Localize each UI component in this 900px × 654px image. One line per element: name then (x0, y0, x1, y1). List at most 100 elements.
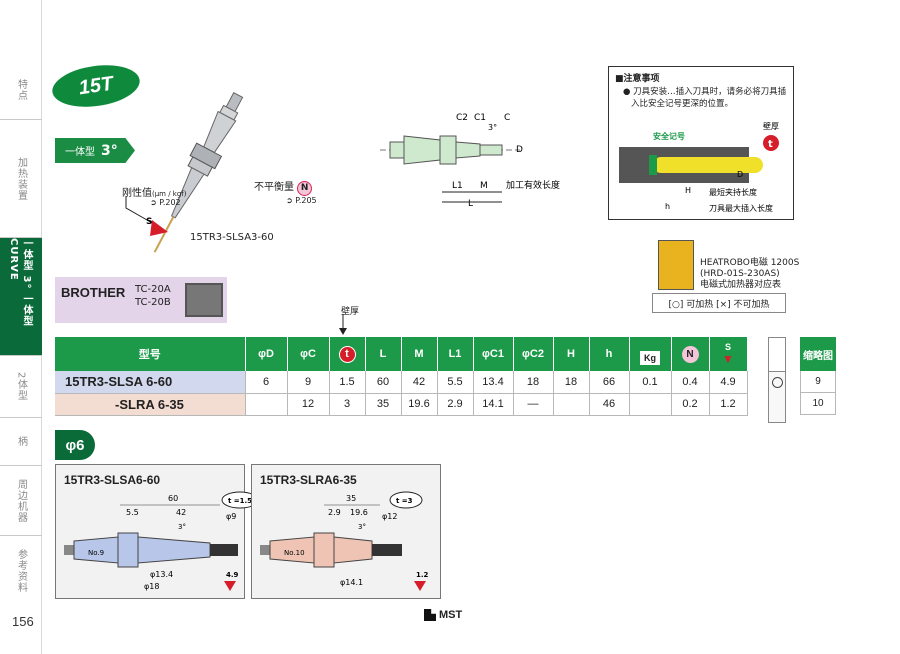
svg-text:S: S (146, 217, 152, 227)
type-badge: 一体型 3° (55, 138, 135, 163)
svg-text:3°: 3° (358, 523, 366, 531)
series-badge: 15T (49, 60, 143, 112)
side-tab-shank[interactable]: 柄 (0, 418, 42, 466)
s-arrow-icon: ▼ (722, 351, 734, 366)
svg-text:φ18: φ18 (144, 582, 159, 591)
table-row: 15TR3-SLSA 6-60 6 9 1.5 60 42 5.5 13.4 1… (55, 371, 748, 394)
svg-text:最短夹持长度: 最短夹持长度 (709, 187, 757, 197)
machine-image (185, 283, 223, 317)
svg-text:3°: 3° (488, 123, 497, 132)
row-model: -SLRA 6-35 (55, 393, 246, 416)
brother-panel: BROTHER TC-20A TC-20B (55, 277, 227, 323)
svg-text:D: D (737, 170, 743, 179)
table-row: -SLRA 6-35 12 3 35 19.6 2.9 14.1 — 46 0.… (55, 393, 748, 416)
abbr-cell[interactable]: 9 (800, 371, 836, 393)
side-tab-heater[interactable]: 加热装置 (0, 120, 42, 238)
notes-box: ■注意事项 ● 刀具安装…插入刀具时，请务必将刀具插入比安全记号更深的位置。 安… (608, 66, 794, 220)
rigidity-ref[interactable]: ➲ P.202 (150, 198, 181, 207)
card-title: 15TR3-SLRA6-35 (260, 473, 357, 487)
n-icon: N (297, 180, 313, 196)
tool-illustration (153, 91, 244, 253)
notes-text: ● 刀具安装…插入刀具时，请务必将刀具插入比安全记号更深的位置。 (623, 87, 787, 109)
svg-text:加工有效长度: 加工有效长度 (506, 179, 560, 191)
side-tab-one-piece[interactable]: 一体型 3° 一体型 CURVE (0, 238, 42, 356)
svg-text:C1: C1 (474, 113, 486, 123)
drawing-slra: 35 2.9 19.6 3° t =3 φ12 No.10 φ14.1 1.2 (260, 491, 429, 591)
brand-logo: MST (424, 609, 462, 621)
col-t: t (329, 337, 366, 371)
svg-text:φ9: φ9 (226, 512, 236, 521)
weight-icon: Kg (640, 351, 660, 365)
svg-text:C: C (504, 113, 510, 123)
svg-text:60: 60 (168, 494, 178, 503)
col-h-upper: H (553, 337, 590, 371)
abbr-cell[interactable]: 10 (800, 393, 836, 415)
col-n: N (671, 337, 710, 371)
heatrobo-info: HEATROBO电磁 1200S (HRD-01S-230AS) 电磁式加热器对… (700, 258, 800, 290)
imbalance-label: 不平衡量 N (254, 178, 313, 196)
col-c: φC (287, 337, 330, 371)
page-number: 156 (12, 614, 34, 629)
model-caption: 15TR3-SLSA3-60 (190, 232, 274, 243)
svg-text:安全记号: 安全记号 (653, 131, 685, 141)
col-l: L (365, 337, 402, 371)
svg-text:19.6: 19.6 (350, 508, 368, 517)
drawing-card-slra[interactable]: 15TR3-SLRA6-35 35 2.9 19.6 3° t =3 φ12 N… (251, 464, 441, 599)
heatable-circle-icon (771, 377, 783, 388)
heatable-column (768, 337, 786, 423)
side-tab-features[interactable]: 特点 (0, 60, 42, 120)
col-c2: φC2 (513, 337, 554, 371)
svg-text:h: h (665, 202, 670, 211)
side-tab-two-piece[interactable]: 2体型 (0, 356, 42, 418)
type-label: 一体型 (65, 147, 95, 158)
s-arrow-icon: S (125, 196, 168, 236)
n-icon: N (681, 345, 699, 363)
svg-text:φ14.1: φ14.1 (340, 578, 363, 587)
side-tab-peripherals[interactable]: 周边机器 (0, 466, 42, 536)
section-label: φ6 (55, 430, 95, 460)
drawing-sla: 60 5.5 42 3° t =1.5 φ9 No.9 φ13.4 φ18 4.… (64, 491, 259, 591)
col-m: M (401, 337, 438, 371)
svg-text:3°: 3° (178, 523, 186, 531)
svg-text:35: 35 (346, 494, 356, 503)
abbr-header: 缩略图 (800, 337, 836, 371)
spec-table: 型号 φD φC t L M L1 φC1 φC2 H h Kg N S▼ 15… (55, 337, 748, 416)
t-icon: t (338, 345, 356, 363)
svg-text:φ13.4: φ13.4 (150, 570, 173, 579)
table-header: 型号 φD φC t L M L1 φC1 φC2 H h Kg N S▼ (55, 337, 748, 371)
brother-models: TC-20A TC-20B (135, 284, 171, 308)
svg-text:C2: C2 (456, 113, 468, 123)
svg-text:No.9: No.9 (88, 549, 104, 557)
col-h-lower: h (589, 337, 630, 371)
svg-text:t =3: t =3 (396, 497, 413, 505)
svg-text:φ12: φ12 (382, 512, 397, 521)
heater-image (658, 240, 694, 290)
drawing-card-sla[interactable]: 15TR3-SLSA6-60 60 5.5 42 3° t =1.5 φ9 No… (55, 464, 259, 599)
col-c1: φC1 (473, 337, 514, 371)
svg-text:刀具最大插入长度: 刀具最大插入长度 (709, 203, 773, 213)
col-s: S▼ (709, 337, 748, 371)
svg-text:2.9: 2.9 (328, 508, 341, 517)
type-angle: 3° (101, 142, 118, 159)
mst-logo-icon (424, 609, 436, 621)
wall-note: 壁厚 (341, 307, 360, 317)
svg-text:No.10: No.10 (284, 549, 305, 557)
abbr-table: 缩略图 9 10 (800, 337, 836, 415)
col-d: φD (245, 337, 288, 371)
notes-title: ■注意事项 (615, 74, 660, 84)
col-kg: Kg (629, 337, 672, 371)
svg-text:L: L (468, 199, 473, 209)
brother-name: BROTHER (61, 285, 126, 300)
col-model: 型号 (55, 337, 246, 371)
col-l1: L1 (437, 337, 474, 371)
rigidity-label: 刚性值(μm / kgf) (122, 188, 187, 199)
card-title: 15TR3-SLSA6-60 (64, 473, 161, 487)
insertion-diagram: 安全记号 壁厚 t D H 最短夹持长度 h 刀具最大插入长度 (619, 121, 779, 213)
side-tab-reference[interactable]: 参考资料 (15, 549, 27, 593)
svg-text:M: M (480, 181, 488, 191)
svg-text:t =1.5: t =1.5 (228, 497, 252, 505)
row-model: 15TR3-SLSA 6-60 (55, 371, 246, 394)
svg-text:1.2: 1.2 (416, 571, 429, 579)
svg-text:D: D (516, 145, 523, 155)
imbalance-ref[interactable]: ➲ P.205 (286, 196, 317, 205)
